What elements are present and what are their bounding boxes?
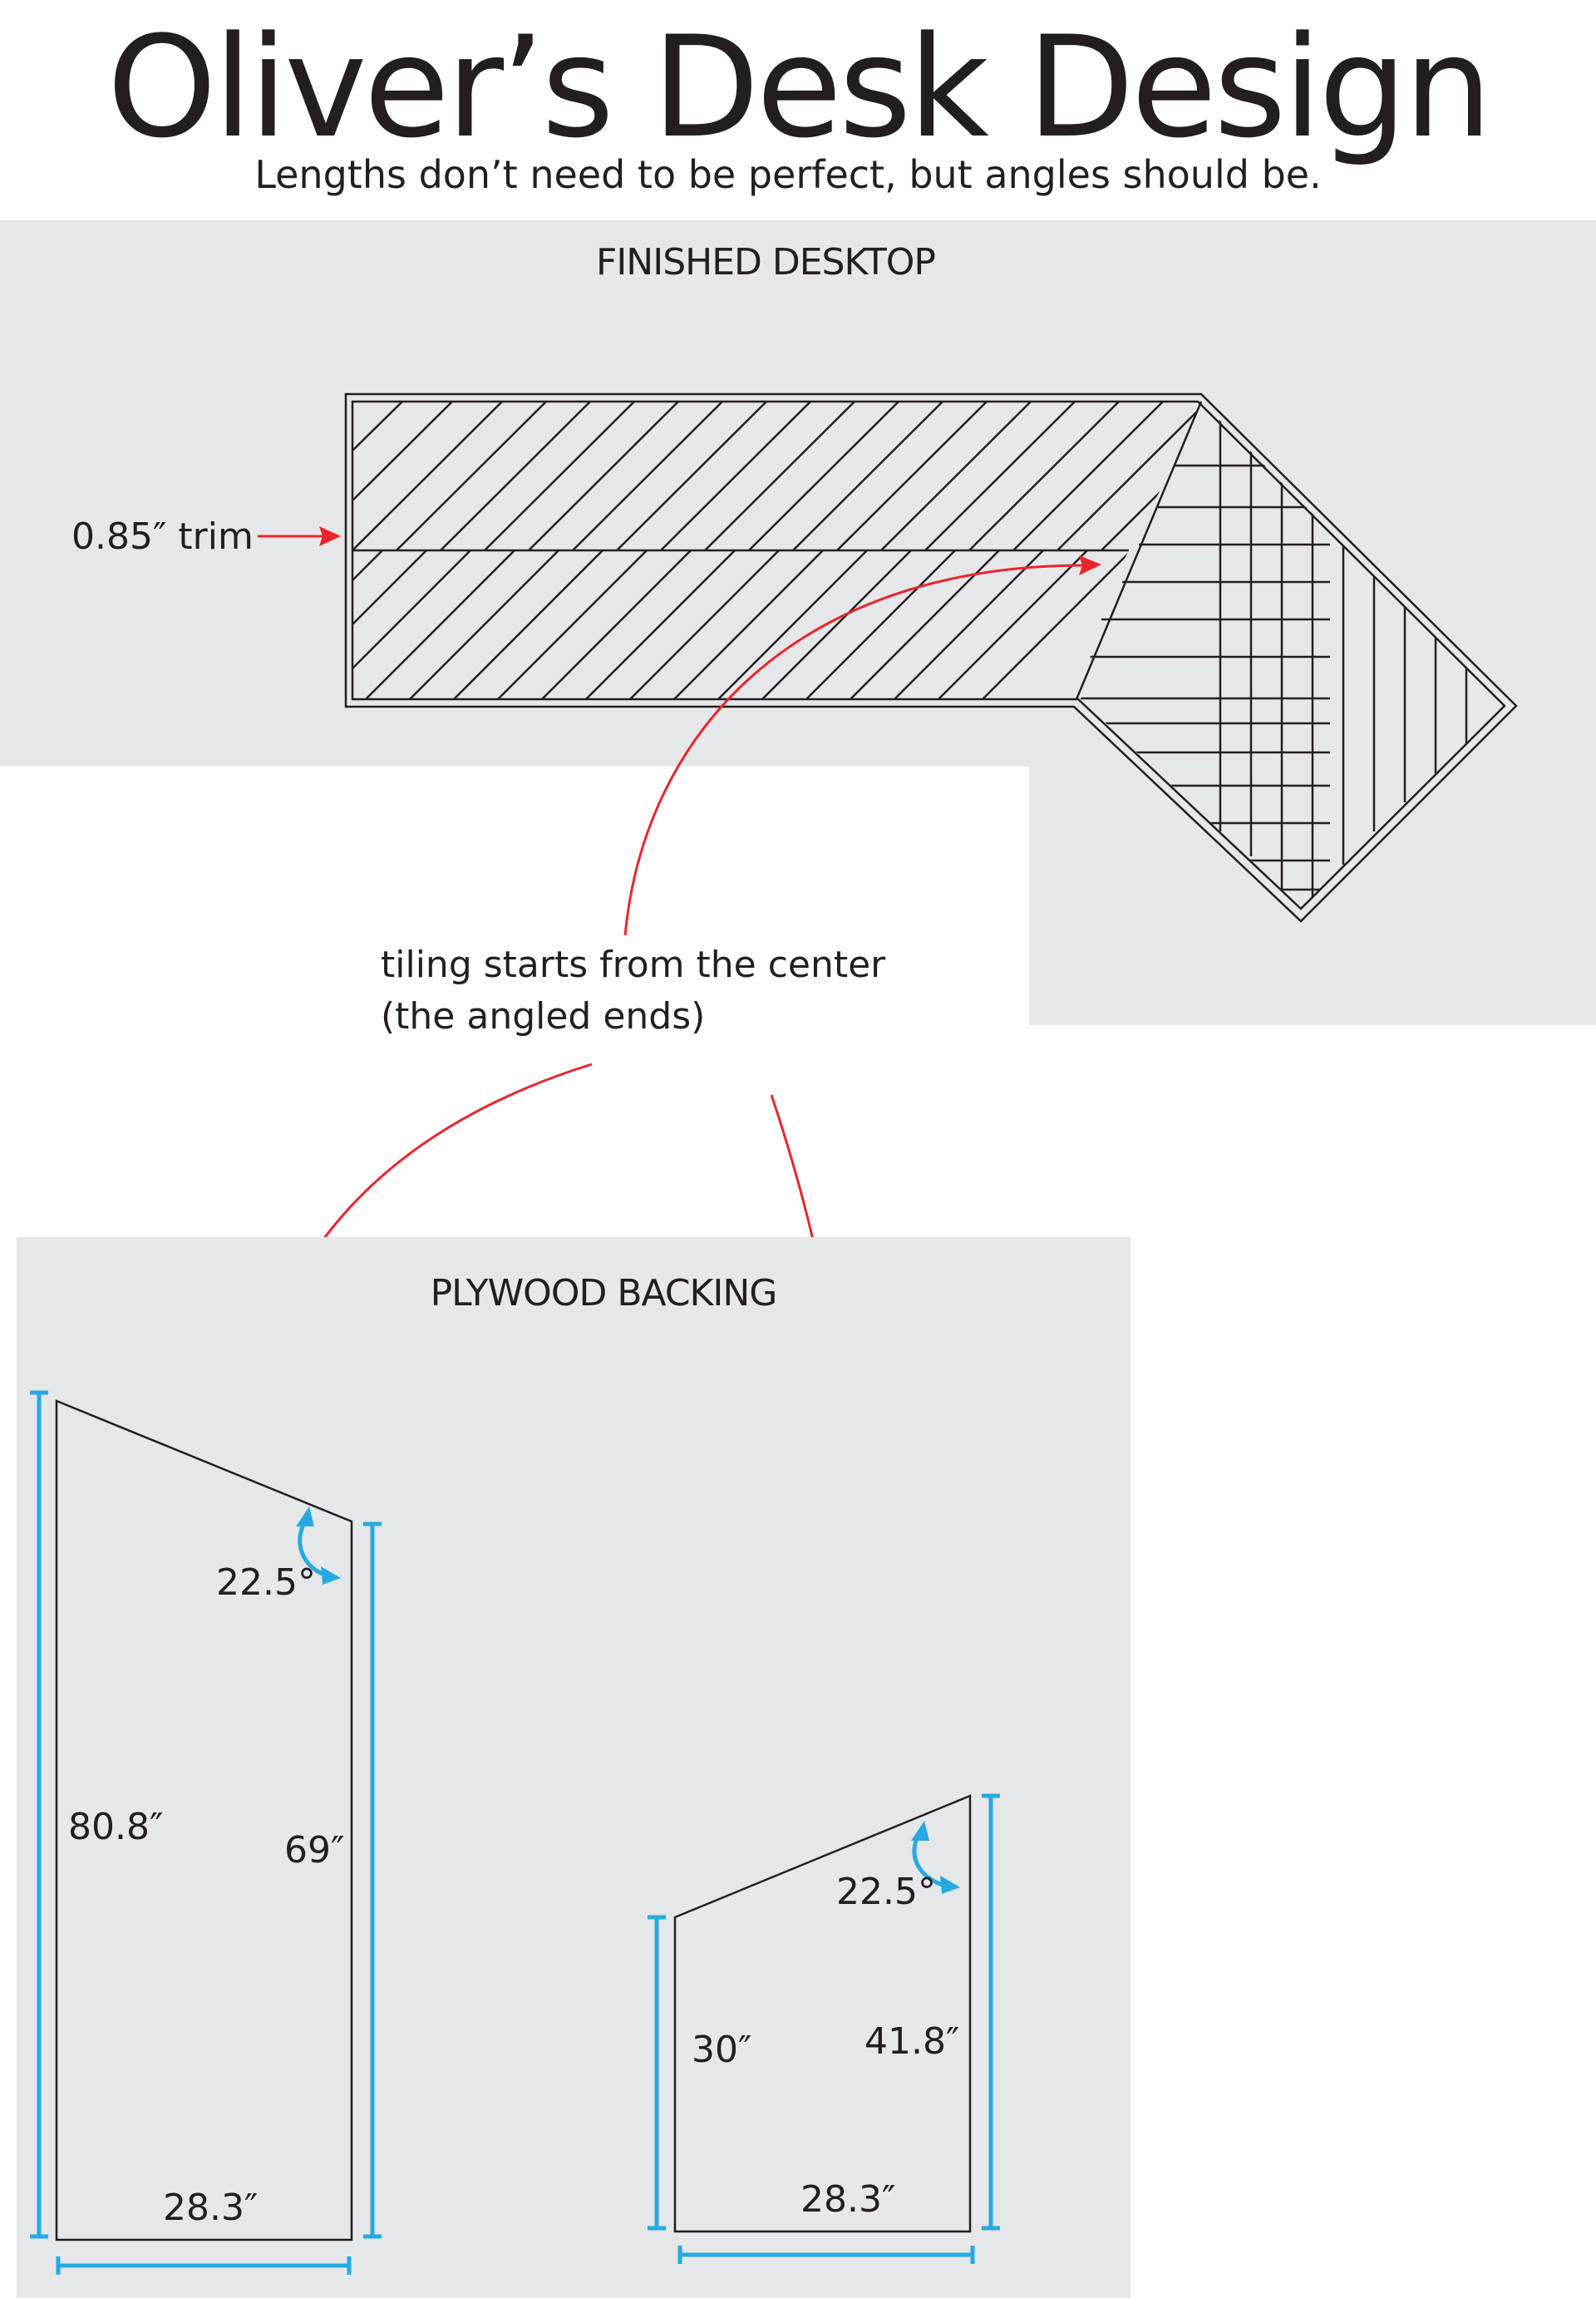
desktop-outer-edge [344,392,1518,923]
desktop-tile-pattern [352,401,1468,898]
right-piece-left-height-label: 30″ [692,2029,751,2071]
right-width-label: 28.3″ [800,2178,895,2221]
right-plywood-piece [673,1794,972,2233]
arrow-to-desktop-center [623,555,1101,936]
backing-heading: PLYWOOD BACKING [431,1272,777,1314]
page-subtitle: Lengths don’t need to be perfect, but an… [254,152,1321,197]
right-angle-label: 22.5° [836,1871,936,1913]
left-width-label: 28.3″ [163,2187,258,2229]
desktop-heading: FINISHED DESKTOP [596,241,935,284]
right-piece-dimension-lines [648,1793,1000,2264]
trim-label: 0.85″ trim [71,515,254,558]
desktop-inner-edge [351,400,1506,910]
left-angle-arrow [296,1507,341,1585]
tiling-note-line1: tiling starts from the center [381,944,886,986]
right-height-label: 69″ [284,1829,344,1871]
left-angle-label: 22.5° [216,1561,316,1604]
left-piece-dimension-lines [30,1390,382,2275]
right-piece-right-height-label: 41.8″ [864,2020,959,2063]
page-title: Oliver’s Desk Design [107,6,1490,169]
tiling-note-line2: (the angled ends) [381,995,705,1038]
right-angle-arrow [911,1821,960,1894]
left-plywood-piece [55,1399,353,2241]
left-height-label: 80.8″ [68,1806,163,1848]
trim-arrow [258,526,341,546]
desktop-panel [0,220,1596,1025]
backing-panel [17,1237,1130,2298]
